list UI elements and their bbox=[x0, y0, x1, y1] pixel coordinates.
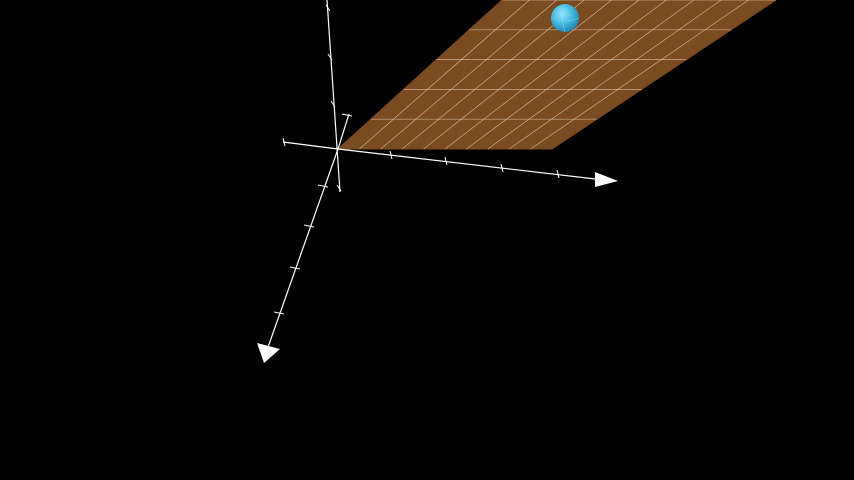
y-axis-tick bbox=[273, 311, 285, 315]
x-axis-tick bbox=[500, 163, 504, 173]
x-axis-tick bbox=[389, 150, 393, 160]
tick-group bbox=[273, 4, 560, 315]
plane-grid-line bbox=[380, 0, 558, 150]
plane-grid bbox=[359, 0, 776, 150]
z-axis-tick bbox=[330, 100, 336, 108]
x-axis-tick bbox=[282, 137, 286, 147]
z-axis-tick bbox=[336, 184, 342, 192]
plane-grid-line bbox=[444, 0, 640, 150]
x-axis-tick bbox=[444, 156, 448, 166]
sphere-group[interactable] bbox=[550, 3, 580, 33]
plane-grid-line bbox=[466, 0, 667, 150]
y-axis-tick bbox=[317, 184, 329, 188]
x-axis-back bbox=[282, 141, 339, 150]
z-axis-tick bbox=[325, 4, 331, 12]
plane-grid-line bbox=[508, 0, 722, 150]
z-axis bbox=[326, 0, 341, 193]
plane-group bbox=[336, 0, 777, 150]
y-axis bbox=[266, 148, 339, 351]
y-axis-tick bbox=[303, 224, 315, 228]
sphere-mesh-line bbox=[562, 3, 566, 33]
plane-grid-line bbox=[423, 0, 612, 150]
plane-grid-line bbox=[487, 0, 695, 150]
y-axis-back bbox=[337, 113, 350, 150]
plane-grid-line bbox=[530, 0, 749, 150]
x-axis bbox=[337, 148, 605, 181]
plane-grid-line bbox=[359, 0, 530, 150]
y-axis-arrow-icon bbox=[257, 343, 280, 363]
y-axis-tick bbox=[289, 266, 301, 270]
z-axis-tick bbox=[327, 53, 333, 61]
x-axis-tick bbox=[556, 169, 560, 179]
y-axis-tick bbox=[341, 113, 353, 117]
sphere[interactable] bbox=[551, 4, 579, 32]
sphere-mesh-line bbox=[550, 17, 580, 22]
axes-group bbox=[257, 0, 618, 363]
x-axis-arrow-icon bbox=[595, 172, 618, 187]
